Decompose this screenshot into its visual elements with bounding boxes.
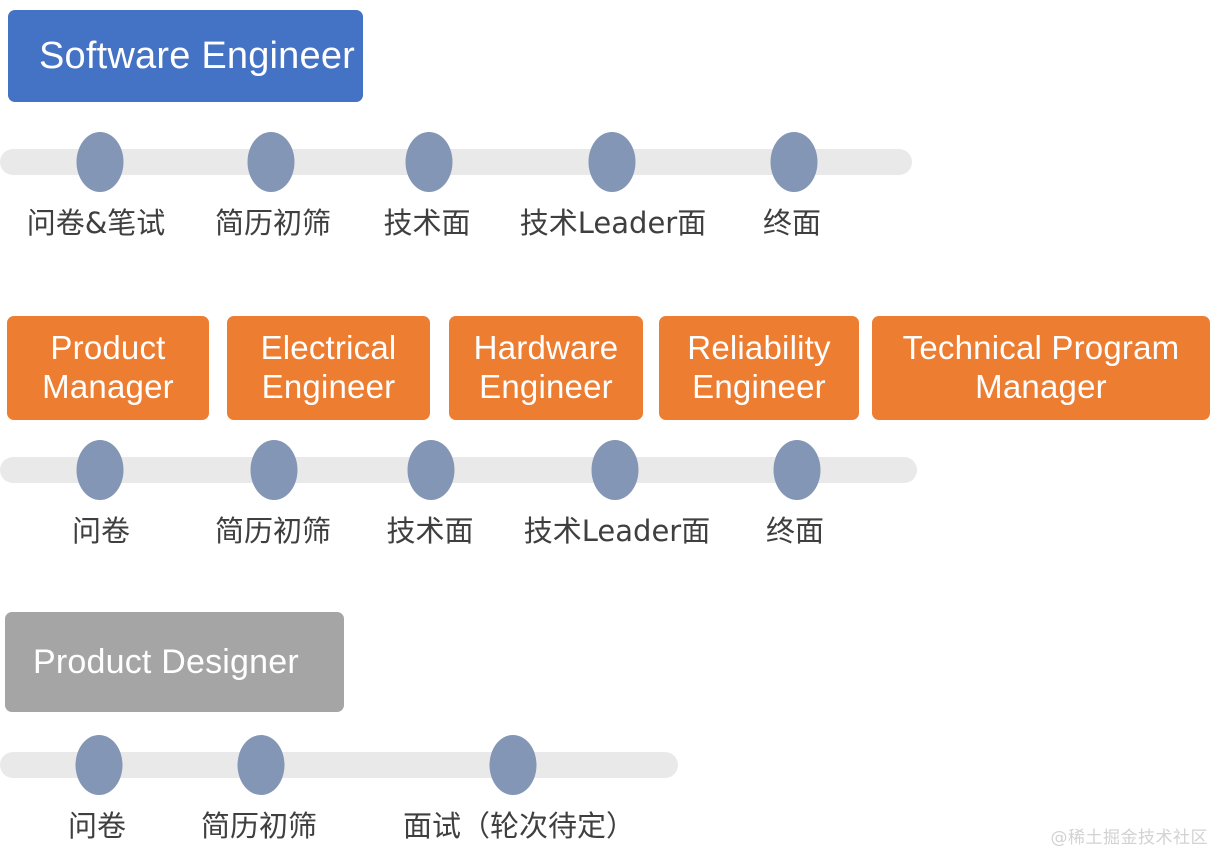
timeline-node[interactable] xyxy=(247,132,295,192)
timeline-node[interactable] xyxy=(75,735,123,795)
timeline-stage-label: 终面 xyxy=(765,514,825,548)
role-box-label: Technical Program Manager xyxy=(902,329,1180,405)
timeline-stage-label: 简历初筛 xyxy=(214,206,332,240)
timeline-stage-label: 终面 xyxy=(762,206,822,240)
timeline-stage-label: 面试（轮次待定） xyxy=(402,809,636,843)
timeline-node[interactable] xyxy=(588,132,636,192)
role-box-electrical-engineer[interactable]: Electrical Engineer xyxy=(227,316,430,420)
timeline-node[interactable] xyxy=(591,440,639,500)
timeline-stage-label: 技术Leader面 xyxy=(519,206,707,240)
timeline-node[interactable] xyxy=(237,735,285,795)
timeline-track xyxy=(0,457,917,483)
role-box-hardware-engineer[interactable]: Hardware Engineer xyxy=(449,316,643,420)
timeline-track xyxy=(0,149,912,175)
timeline-node[interactable] xyxy=(770,132,818,192)
role-box-product-designer[interactable]: Product Designer xyxy=(5,612,344,712)
role-box-software-engineer[interactable]: Software Engineer xyxy=(8,10,363,102)
timeline-stage-label: 问卷&笔试 xyxy=(26,206,166,240)
timeline-software-engineer: 问卷&笔试 简历初筛 技术面 技术Leader面 终面 xyxy=(0,132,1222,242)
timeline-stage-label: 问卷 xyxy=(67,809,127,843)
timeline-stage-label: 技术面 xyxy=(383,206,471,240)
timeline-node[interactable] xyxy=(407,440,455,500)
timeline-node[interactable] xyxy=(489,735,537,795)
timeline-stage-label: 问卷 xyxy=(71,514,131,548)
role-box-label: Product Manager xyxy=(42,329,174,405)
timeline-node[interactable] xyxy=(773,440,821,500)
role-box-label: Hardware Engineer xyxy=(473,329,619,405)
role-box-product-manager[interactable]: Product Manager xyxy=(7,316,209,420)
timeline-node[interactable] xyxy=(76,132,124,192)
timeline-product-designer: 问卷 简历初筛 面试（轮次待定） xyxy=(0,735,1222,845)
role-box-label: Product Designer xyxy=(33,642,299,681)
role-box-reliability-engineer[interactable]: Reliability Engineer xyxy=(659,316,859,420)
timeline-stage-label: 简历初筛 xyxy=(214,514,332,548)
watermark: @稀土掘金技术社区 xyxy=(1050,828,1208,848)
timeline-node[interactable] xyxy=(76,440,124,500)
timeline-stage-label: 技术面 xyxy=(386,514,474,548)
role-box-technical-program-manager[interactable]: Technical Program Manager xyxy=(872,316,1210,420)
timeline-stage-label: 简历初筛 xyxy=(200,809,318,843)
timeline-stage-label: 技术Leader面 xyxy=(523,514,711,548)
role-box-label: Software Engineer xyxy=(39,34,356,77)
role-box-label: Reliability Engineer xyxy=(687,329,831,405)
timeline-node[interactable] xyxy=(250,440,298,500)
timeline-product-and-engineering: 问卷 简历初筛 技术面 技术Leader面 终面 xyxy=(0,440,1222,550)
role-box-label: Electrical Engineer xyxy=(260,329,397,405)
timeline-node[interactable] xyxy=(405,132,453,192)
